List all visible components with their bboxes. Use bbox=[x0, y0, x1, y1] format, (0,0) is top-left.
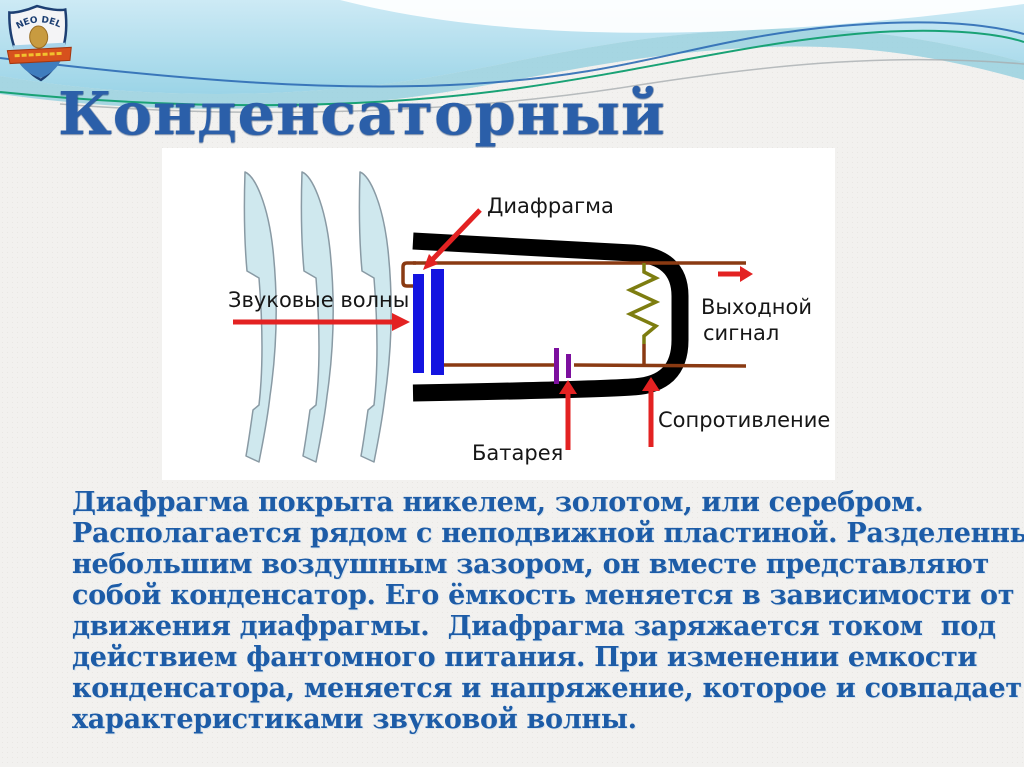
header-wave-decoration bbox=[0, 0, 1024, 114]
wire-bottom-right bbox=[573, 363, 747, 368]
body-line: конденсатора, меняется и напряжение, кот… bbox=[72, 673, 1024, 704]
thin-gray-line bbox=[59, 58, 1024, 114]
label-battery: Батарея bbox=[472, 441, 563, 465]
resistance-arrow-head bbox=[642, 377, 660, 391]
body-line: движения диафрагмы. Диафрагма заряжается… bbox=[72, 611, 996, 642]
output-arrow-head bbox=[740, 266, 753, 282]
label-diaphragm: Диафрагма bbox=[487, 194, 614, 218]
condenser-microphone-diagram: Диафрагма Звуковые волны Выходной сигнал… bbox=[228, 171, 830, 465]
body-line: Диафрагма покрыта никелем, золотом, или … bbox=[72, 487, 924, 518]
ribbon-lettering-marks bbox=[14, 51, 62, 58]
white-swoosh bbox=[340, 0, 1024, 33]
body-paragraph: Диафрагма покрыта никелем, золотом, или … bbox=[72, 487, 1024, 735]
label-output-signal-line1: Выходной bbox=[701, 295, 812, 319]
body-line: Располагается рядом с неподвижной пласти… bbox=[72, 518, 1024, 549]
sound-wave-shape bbox=[300, 171, 334, 463]
thin-blue-line bbox=[0, 21, 1024, 88]
diaphragm-plate bbox=[413, 274, 424, 373]
body-line: небольшим воздушным зазором, он вместе п… bbox=[72, 549, 989, 580]
sound-wave-shape bbox=[243, 171, 277, 463]
battery-short-plate bbox=[566, 354, 571, 378]
battery-arrow-head bbox=[559, 380, 577, 394]
body-line: собой конденсатор. Его ёмкость меняется … bbox=[72, 580, 1015, 611]
teal-band bbox=[0, 28, 1024, 109]
label-resistance: Сопротивление bbox=[658, 408, 830, 432]
battery-symbol bbox=[554, 348, 571, 384]
back-plate bbox=[431, 269, 444, 375]
body-line: действием фантомного питания. При измене… bbox=[72, 642, 978, 673]
battery-long-plate bbox=[554, 348, 559, 384]
wire-top-bracket bbox=[401, 261, 416, 288]
circuit-wires bbox=[401, 261, 747, 368]
annotation-arrows bbox=[233, 208, 753, 450]
capacitor-plates bbox=[413, 269, 444, 375]
label-sound-waves: Звуковые волны bbox=[228, 288, 409, 312]
lion-emblem bbox=[29, 25, 49, 49]
thin-green-line bbox=[0, 29, 1024, 107]
sound-wave-fronts bbox=[243, 171, 392, 463]
diaphragm-arrow bbox=[431, 208, 482, 261]
diaphragm-arrow-head bbox=[423, 254, 438, 270]
resistor-symbol bbox=[625, 263, 661, 344]
neo-delos-badge: NEO DELOS bbox=[6, 4, 72, 82]
slide-title: Конденсаторный bbox=[58, 79, 666, 148]
sound-wave-shape bbox=[358, 171, 392, 463]
label-output-signal-line2: сигнал bbox=[703, 321, 779, 345]
body-line: характеристиками звуковой волны. bbox=[72, 704, 637, 735]
diagram-panel: Диафрагма Звуковые волны Выходной сигнал… bbox=[162, 148, 835, 480]
sound-waves-arrow-head bbox=[392, 313, 410, 331]
